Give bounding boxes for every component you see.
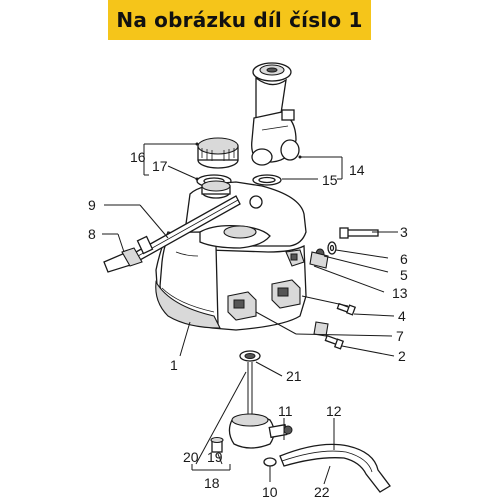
- callout-16: 16: [130, 149, 146, 165]
- neck-gasket-icon: [252, 174, 282, 186]
- fuel-tap-icon: [228, 362, 293, 449]
- callout-6: 6: [400, 251, 408, 267]
- callout-10: 10: [262, 484, 278, 500]
- part-number-banner: Na obrázku díl číslo 1: [108, 0, 371, 40]
- banner-title: Na obrázku díl číslo 1: [116, 8, 363, 32]
- callout-9: 9: [88, 197, 96, 213]
- callout-1: 1: [170, 357, 178, 373]
- callout-14: 14: [349, 162, 365, 178]
- filler-neck-icon: [251, 62, 300, 166]
- callout-4: 4: [398, 308, 406, 324]
- screw-2-icon: [324, 334, 345, 350]
- screw-4-icon: [336, 302, 357, 316]
- clip-13-icon: [309, 251, 329, 269]
- washer-6-icon: [327, 241, 337, 255]
- leader-lines: [102, 142, 398, 485]
- callout-19: 19: [207, 449, 223, 465]
- fuel-hose-icon: [279, 443, 391, 493]
- fitting-icon: [103, 235, 154, 273]
- callout-20: 20: [183, 449, 199, 465]
- bolt-3-icon: [339, 227, 379, 239]
- clip-7-icon: [313, 321, 329, 337]
- small-clip-10-icon: [263, 457, 277, 467]
- callout-8: 8: [88, 226, 96, 242]
- callout-labels: 16 17 14 15 9 8 3 6 5 13 4 7 2 1 21 11 1…: [88, 149, 408, 500]
- drain-plug-icon: [210, 436, 224, 453]
- callout-18: 18: [204, 475, 220, 491]
- callout-15: 15: [322, 172, 338, 188]
- fuel-tank-icon: [155, 180, 307, 331]
- callout-2: 2: [398, 348, 406, 364]
- callout-3: 3: [400, 224, 408, 240]
- callout-17: 17: [152, 158, 168, 174]
- callout-7: 7: [396, 328, 404, 344]
- callout-12: 12: [326, 403, 342, 419]
- clamp-21-icon: [239, 350, 261, 362]
- callout-11: 11: [278, 403, 293, 419]
- fuel-cap-icon: [197, 137, 239, 169]
- callout-22: 22: [314, 484, 330, 500]
- callout-5: 5: [400, 267, 408, 283]
- callout-13: 13: [392, 285, 408, 301]
- callout-21: 21: [286, 368, 302, 384]
